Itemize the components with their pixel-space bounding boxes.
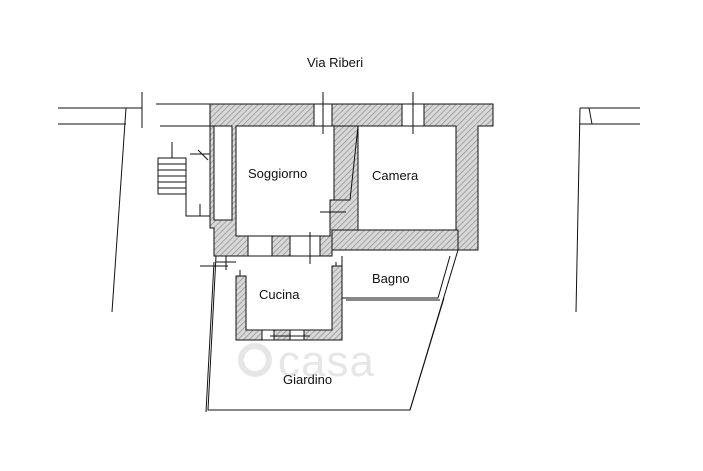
watermark: casa (238, 337, 375, 386)
kitchen-walls (235, 262, 343, 341)
main-walls (156, 92, 494, 264)
neighbour-right (575, 107, 640, 313)
garden-outline (200, 249, 459, 413)
room-label-bagno: Bagno (372, 271, 410, 286)
watermark-text: casa (278, 337, 375, 386)
staircase (157, 142, 210, 217)
room-label-camera: Camera (372, 168, 419, 183)
room-label-cucina: Cucina (259, 287, 300, 302)
bathroom-walls (341, 255, 451, 301)
neighbour-left (58, 92, 143, 313)
room-label-giardino: Giardino (283, 372, 332, 387)
room-label-soggiorno: Soggiorno (248, 166, 307, 181)
street-label: Via Riberi (307, 55, 363, 70)
